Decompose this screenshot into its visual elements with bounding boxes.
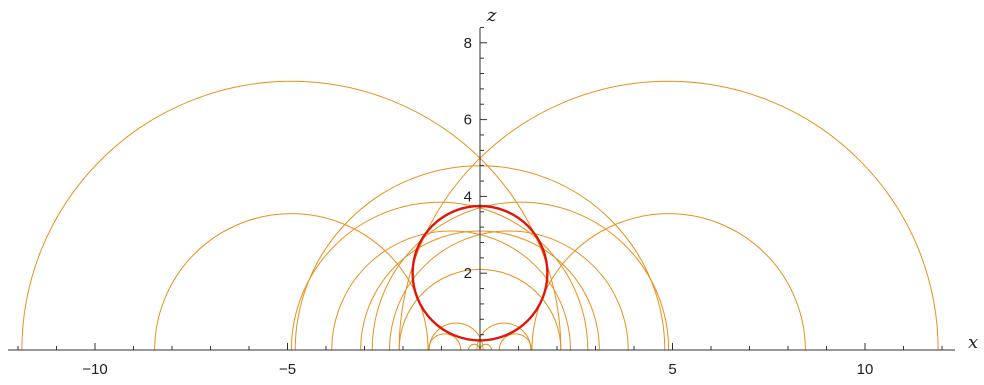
orange-arc-4: [531, 213, 806, 351]
x-ticks: −10 −5 5 10: [17, 343, 943, 378]
x-axis-label: x: [968, 332, 978, 353]
orange-arc-11: [389, 230, 629, 351]
y-tick-label: 4: [464, 188, 472, 205]
orange-arc-13: [476, 322, 532, 351]
orange-arc-2: [398, 80, 939, 351]
x-tick-label: 5: [668, 361, 676, 378]
y-ticks: 2 4 6 8: [464, 26, 487, 336]
orange-arc-17: [479, 343, 493, 351]
orange-arc-12: [428, 322, 484, 351]
orange-arc-9: [371, 201, 670, 351]
orange-arc-16: [467, 343, 481, 351]
y-tick-label: 6: [464, 112, 472, 129]
y-tick-label: 2: [464, 265, 472, 282]
x-tick-label: −10: [82, 361, 107, 378]
orange-arc-14: [427, 333, 462, 351]
orange-arc-8: [290, 201, 589, 351]
orange-arc-1: [21, 80, 562, 351]
orange-arc-10: [331, 230, 571, 351]
axes-layer: −10 −5 5 10 2 4 6 8 x z: [8, 5, 978, 378]
x-tick-label: −5: [279, 361, 296, 378]
orange-arc-3: [154, 213, 429, 351]
z-axis-label: z: [486, 5, 497, 26]
orange-arc-15: [498, 333, 533, 351]
x-tick-label: 10: [857, 361, 874, 378]
y-tick-label: 8: [464, 35, 472, 52]
